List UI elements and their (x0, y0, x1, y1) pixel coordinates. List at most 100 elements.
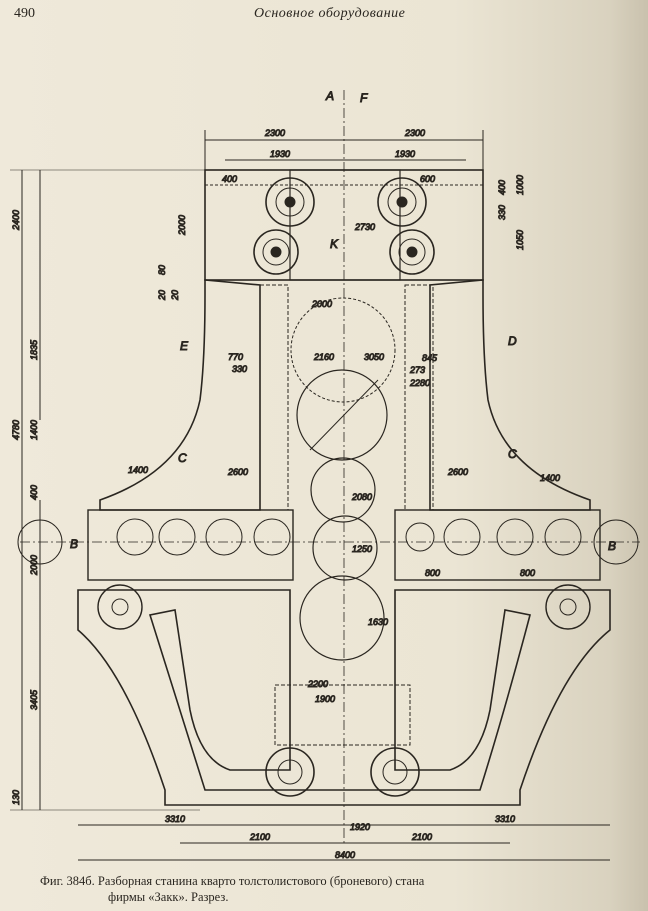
technical-drawing: A F K E D C C B B 2300 2300 1930 1930 40… (10, 89, 640, 861)
drawing-stroke (158, 518, 196, 556)
dim-label: 8400 (335, 850, 355, 860)
page-number: 490 (14, 6, 35, 21)
dim-label: 2280 (409, 378, 430, 388)
drawing-stroke (405, 522, 435, 552)
drawing-stroke (544, 518, 582, 556)
drawing-stroke (205, 518, 243, 556)
dim-label: 2000 (177, 215, 187, 236)
dim-label: 2160 (313, 352, 334, 362)
dim-label: 2600 (227, 467, 248, 477)
dim-label: 1920 (350, 822, 370, 832)
work-roll (310, 457, 376, 523)
dim-label: 1000 (515, 175, 525, 195)
caption-line-2: фирмы «Закк». Разрез. (108, 890, 229, 904)
dim-label: 130 (11, 790, 21, 805)
section-label-b-left: B (70, 537, 78, 551)
dim-label: 2100 (249, 832, 270, 842)
caption-line-1: Фиг. 384б. Разборная станина кварто толс… (40, 874, 425, 888)
section-label-b-right: B (608, 539, 616, 553)
dim-label: 2080 (351, 492, 372, 502)
drawing-stroke (396, 196, 408, 208)
drawing-stroke (275, 187, 305, 217)
section-label-c-left: C (178, 451, 187, 465)
roll (370, 747, 420, 797)
dim-label: 1400 (540, 473, 560, 483)
roller-table-right (394, 509, 601, 581)
dim-label: 1050 (515, 230, 525, 250)
drawing-stroke (274, 684, 411, 746)
drawing-stroke (262, 238, 290, 266)
dim-label: 2400 (11, 210, 21, 231)
dim-label: 1250 (352, 544, 372, 554)
dim-label: 330 (497, 205, 507, 220)
dim-label: 400 (222, 174, 237, 184)
drawing-stroke (97, 584, 143, 630)
roller-table-left (87, 509, 294, 581)
running-head: Основное оборудование (254, 6, 406, 21)
section-label-d: D (508, 334, 517, 348)
dim-label: 2730 (354, 222, 375, 232)
drawing-stroke (277, 759, 303, 785)
dim-label: 80 (157, 265, 167, 275)
dim-label: 600 (420, 174, 435, 184)
section-label-k: K (330, 237, 339, 251)
work-roll (290, 297, 396, 403)
table-rollers-left (116, 518, 291, 556)
dim-label: 20 (170, 290, 180, 301)
drawing-stroke (270, 246, 282, 258)
work-roll (299, 575, 385, 661)
dim-label: 1930 (270, 149, 290, 159)
drawing-stroke (284, 196, 296, 208)
section-label-f: F (360, 91, 368, 105)
lower-frame (77, 589, 611, 806)
dim-label: 3310 (495, 814, 515, 824)
dim-label: 400 (497, 180, 507, 195)
dim-label: 2100 (411, 832, 432, 842)
dim-label: 2600 (447, 467, 468, 477)
drawing-stroke (404, 284, 434, 511)
section-label-c-right: C (508, 447, 517, 461)
dim-label: 330 (232, 364, 247, 374)
dim-label: 2000 (311, 299, 332, 309)
drawing-stroke (496, 518, 534, 556)
drawing-stroke (443, 518, 481, 556)
table-rollers-right (405, 518, 582, 556)
dim-label: 2000 (29, 555, 39, 576)
dim-label: 3310 (165, 814, 185, 824)
drawing-stroke (398, 238, 426, 266)
roll (377, 177, 427, 227)
work-roll (296, 369, 388, 461)
drawing-stroke (116, 518, 154, 556)
dim-label: 1900 (315, 694, 335, 704)
drawing-stroke (593, 519, 639, 565)
section-label-a: A (325, 89, 334, 103)
roll (253, 229, 299, 275)
dim-label: 4780 (11, 420, 21, 440)
drawing-stroke (111, 598, 129, 616)
dim-label: 400 (29, 485, 39, 500)
dim-label: 1400 (128, 465, 148, 475)
drawing-stroke (382, 759, 408, 785)
dim-label: 2300 (264, 128, 285, 138)
roll (389, 229, 435, 275)
page-header: 490 Основное оборудование (14, 6, 620, 24)
work-roll (312, 515, 378, 581)
section-label-e: E (180, 339, 189, 353)
dim-label: 800 (425, 568, 440, 578)
dim-label: 3405 (29, 689, 39, 710)
dim-label: 2300 (404, 128, 425, 138)
dim-label: 20 (157, 290, 167, 301)
dim-label: 1835 (29, 339, 39, 360)
drawing-stroke (259, 284, 289, 511)
dim-label: 845 (422, 353, 438, 363)
drawing-stroke (406, 246, 418, 258)
dim-label: 2200 (307, 679, 328, 689)
dim-label: 3050 (364, 352, 384, 362)
drawing-stroke (429, 279, 591, 511)
drawing-stroke (289, 169, 401, 281)
drawing-stroke (545, 584, 591, 630)
figure-caption: Фиг. 384б. Разборная станина кварто толс… (40, 873, 630, 905)
dim-label: 273 (409, 365, 425, 375)
dim-label: 800 (520, 568, 535, 578)
